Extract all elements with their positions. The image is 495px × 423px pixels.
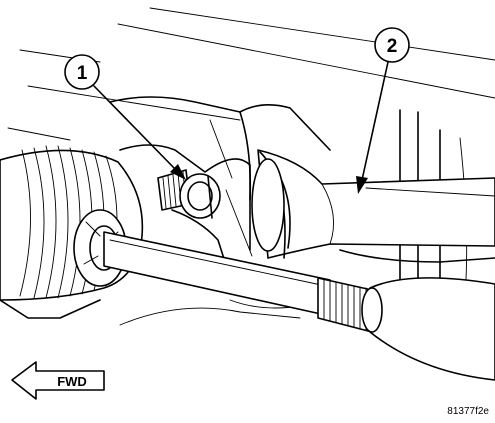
callout-1: 1 — [64, 54, 186, 180]
callout-2-number: 2 — [387, 36, 398, 57]
callout-1-leader — [93, 85, 177, 171]
callout-2: 2 — [356, 27, 410, 194]
callout-2-leader — [361, 61, 389, 181]
tie-rod — [103, 231, 495, 381]
callout-2-arrowhead — [356, 176, 368, 194]
mounting-bolt — [157, 169, 221, 219]
callout-1-number: 1 — [77, 63, 88, 84]
frame-rails — [7, 7, 495, 141]
callout-2-circle — [374, 27, 410, 63]
steering-boot — [0, 145, 144, 319]
control-arm — [251, 149, 495, 259]
arrow-left-icon — [11, 361, 105, 400]
forward-label: FWD — [57, 374, 87, 389]
figure-code: 81377f2e — [447, 406, 489, 417]
callout-1-arrowhead — [170, 164, 186, 180]
callout-1-circle — [64, 54, 100, 90]
forward-arrow: FWD — [11, 361, 105, 400]
